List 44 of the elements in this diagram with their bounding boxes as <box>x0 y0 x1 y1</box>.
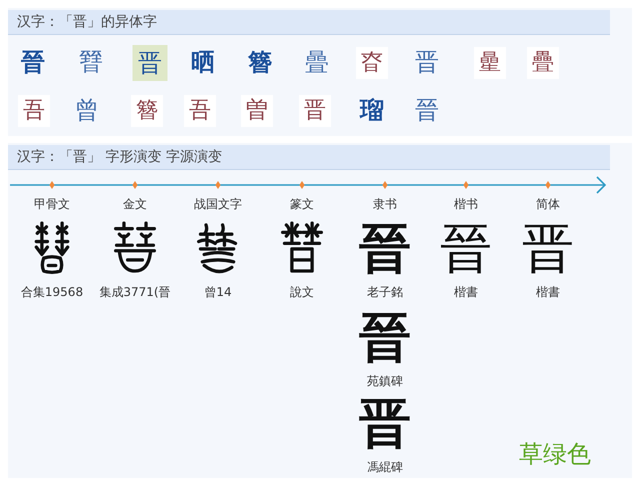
section-header: 汉字：「晋」 字形演变 字源演变 <box>8 145 610 170</box>
script-era-label: 金文 <box>123 198 147 212</box>
variant-character: 瑠 <box>360 97 384 125</box>
variant-character: 曾 <box>75 97 99 125</box>
variant-character: 曡 <box>305 49 329 77</box>
note-text: 草绿色 <box>519 441 591 469</box>
variant-character: 簪 <box>131 95 163 127</box>
variant-character: 晋 <box>415 49 439 77</box>
variant-character: 㬜 <box>79 49 103 77</box>
script-era-label: 篆文 <box>290 198 314 212</box>
source-label: 說文 <box>290 286 314 300</box>
script-era-label: 战国文字 <box>194 198 242 212</box>
source-label: 馮緄碑 <box>367 461 403 475</box>
variant-character: 晉 <box>415 97 439 125</box>
variant-character: 疊 <box>527 47 559 79</box>
panel <box>8 8 632 136</box>
variant-character: 晋 <box>132 45 168 81</box>
variant-character: 吾 <box>18 95 50 127</box>
source-label: 楷書 <box>454 286 478 300</box>
source-label: 合集19568 <box>20 286 84 300</box>
source-label: 集成3771(晉 <box>99 286 171 300</box>
variant-character: 吾 <box>184 95 216 127</box>
panel <box>8 143 632 478</box>
script-glyph: 晉 <box>359 223 411 275</box>
script-glyph: 晉 <box>359 312 411 364</box>
variant-character: 曽 <box>241 95 273 127</box>
variant-character: 晒 <box>191 49 215 77</box>
variant-character: 晋 <box>299 95 331 127</box>
variant-character: 昚 <box>356 47 388 79</box>
script-era-label: 隶书 <box>373 198 397 212</box>
source-label: 楷書 <box>536 286 560 300</box>
script-era-label: 楷书 <box>454 198 478 212</box>
source-label: 苑鎮碑 <box>367 375 403 389</box>
script-era-label: 简体 <box>536 198 560 212</box>
script-glyph: 晋 <box>359 398 411 450</box>
source-label: 老子銘 <box>367 286 403 300</box>
variant-character: 簪 <box>248 49 272 77</box>
variant-character: 曐 <box>474 47 506 79</box>
variant-character: 晉 <box>21 49 45 77</box>
script-glyph: 晉 <box>440 223 492 275</box>
source-label: 曾14 <box>204 286 232 300</box>
section-header: 汉字：「晋」的异体字 <box>8 10 610 35</box>
script-glyph: 晋 <box>522 223 574 275</box>
script-era-label: 甲骨文 <box>34 198 70 212</box>
